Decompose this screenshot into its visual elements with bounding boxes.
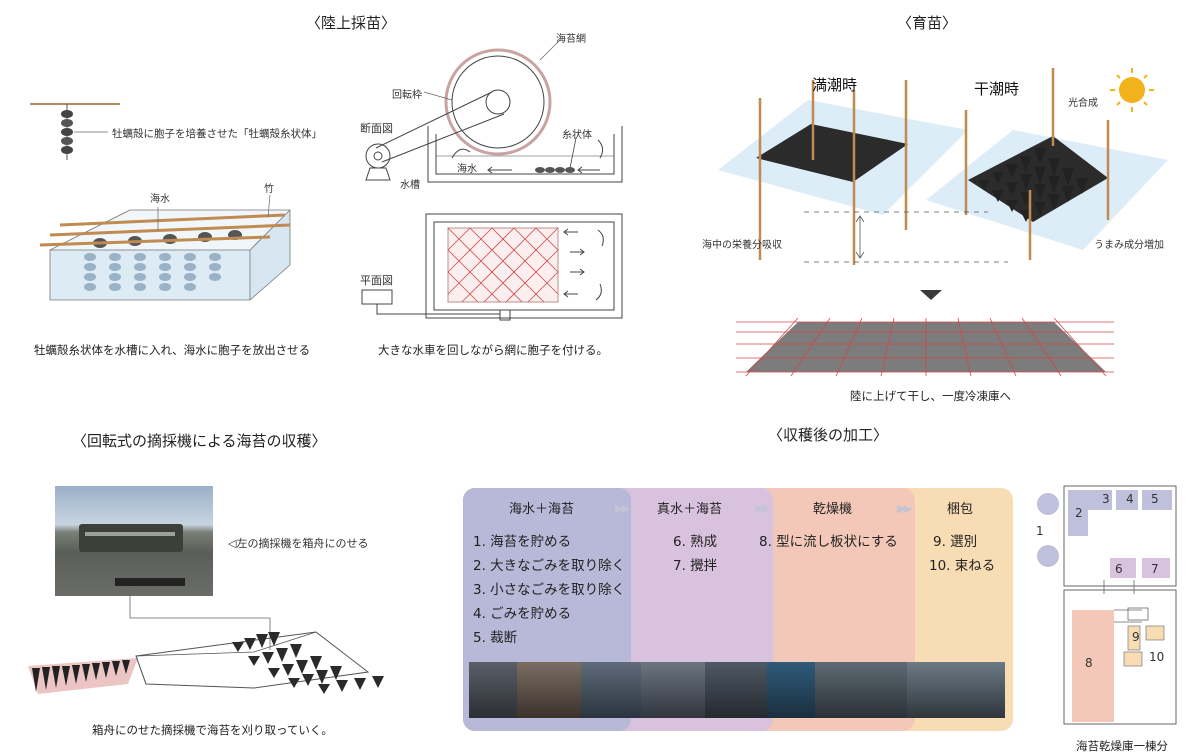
filament-label: 糸状体	[562, 130, 592, 141]
floorplan-number: 6	[1115, 562, 1123, 576]
nursery-title: 〈育苗〉	[897, 14, 958, 32]
waterwheel-section-diagram	[365, 39, 623, 183]
frame-label: 回転枠	[392, 90, 422, 101]
process-step: 9. 選別	[933, 534, 978, 550]
oyster-label: 牡蠣殻に胞子を培養させた「牡蠣殻糸状体」	[112, 128, 322, 140]
nursery-diagram	[718, 68, 1168, 300]
floorplan-number: 4	[1126, 492, 1134, 506]
floorplan-number: 3	[1102, 492, 1110, 506]
photosynthesis-label: 光合成	[1068, 98, 1098, 109]
floorplan-number: 2	[1075, 506, 1083, 520]
bamboo-label: 竹	[264, 184, 274, 195]
oyster-shell-string-illustration	[30, 103, 120, 160]
post-harvest-title: 〈収穫後の加工〉	[768, 426, 889, 444]
low-tide-label: 干潮時	[974, 80, 1020, 98]
arrow-icon: ▶▶	[897, 502, 912, 515]
process-step: 1. 海苔を貯める	[473, 534, 572, 550]
floorplan-number: 5	[1151, 492, 1159, 506]
process-step: 5. 裁断	[473, 630, 518, 646]
process-step: 3. 小さなごみを取り除く	[473, 582, 626, 598]
section-view-label: 断面図	[360, 122, 393, 135]
waterwheel-plan-diagram	[361, 213, 623, 321]
floorplan-number: 7	[1151, 562, 1159, 576]
process-step: 2. 大きなごみを取り除く	[473, 558, 626, 574]
floorplan-caption: 海苔乾燥庫一棟分	[1076, 739, 1168, 753]
process-board: 海水＋海苔 真水＋海苔 乾燥機 梱包 ▶▶ ▶▶ ▶▶ 1. 海苔を貯める 2.…	[463, 488, 1013, 731]
harvest-title: 〈回転式の摘採機による海苔の収穫〉	[72, 432, 327, 450]
drying-net-grid	[736, 317, 1114, 377]
process-step: 6. 熟成	[673, 534, 718, 550]
water-label: 海水	[457, 164, 477, 175]
process-step: 4. ごみを貯める	[473, 606, 572, 622]
plan-view-label: 平面図	[360, 274, 393, 287]
absorb-label: 海中の栄養分吸収	[702, 240, 782, 251]
net-label: 海苔網	[556, 34, 586, 45]
process-step: 10. 束ねる	[929, 558, 996, 574]
floorplan-number: 9	[1132, 630, 1140, 644]
harvest-caption: 箱舟にのせた摘採機で海苔を刈り取っていく。	[92, 723, 333, 737]
seawater-tank-illustration	[39, 194, 291, 301]
high-tide-label: 満潮時	[812, 76, 858, 94]
harvester-photo	[55, 486, 213, 596]
harvest-boat-illustration	[28, 631, 384, 694]
stage-title-packing: 梱包	[947, 502, 974, 517]
stage-title-freshwater: 真水＋海苔	[657, 502, 723, 517]
floorplan-diagram	[1037, 485, 1177, 725]
stage-title-dryer: 乾燥機	[813, 502, 853, 517]
arrow-icon: ▶▶	[615, 502, 630, 515]
wheel-caption: 大きな水車を回しながら網に胞子を付ける。	[378, 343, 608, 357]
process-step: 8. 型に流し板状にする	[759, 534, 898, 550]
floorplan-number: 1	[1036, 524, 1044, 538]
boat-label: ◁左の摘採機を箱舟にのせる	[228, 537, 369, 550]
arrow-icon: ▶▶	[755, 502, 770, 515]
tank-label: 水槽	[400, 180, 420, 191]
floorplan-number: 8	[1085, 656, 1093, 670]
tank-caption: 牡蠣殻糸状体を水槽に入れ、海水に胞子を放出させる	[34, 343, 311, 357]
floorplan-number: 10	[1149, 650, 1165, 664]
stage-title-seawater: 海水＋海苔	[509, 502, 575, 517]
umami-label: うまみ成分増加	[1094, 240, 1164, 251]
nursery-caption: 陸に上げて干し、一度冷凍庫へ	[850, 389, 1011, 403]
tank-seawater-label: 海水	[150, 194, 170, 205]
land-seedling-title: 〈陸上採苗〉	[306, 14, 397, 32]
process-photo-strip	[469, 662, 1005, 718]
process-step: 7. 攪拌	[673, 558, 718, 574]
